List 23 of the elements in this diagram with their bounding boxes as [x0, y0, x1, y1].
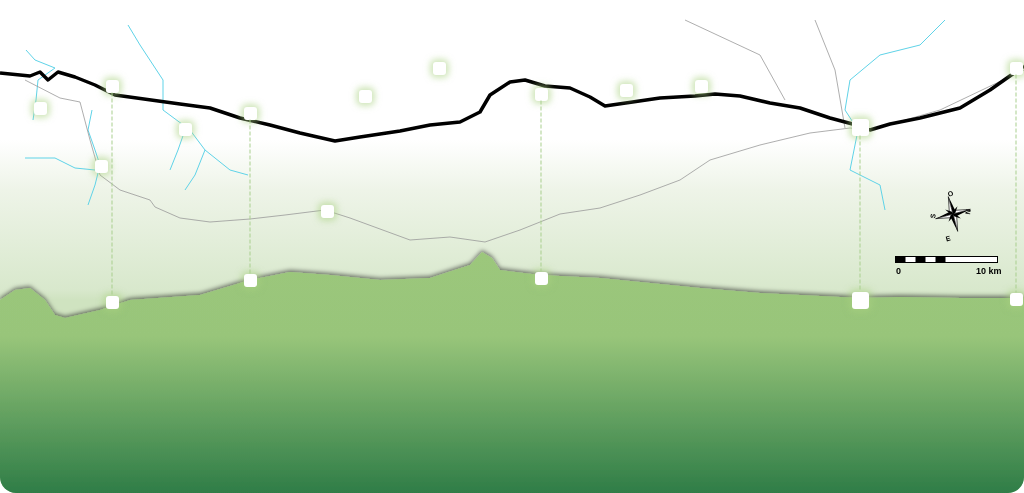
map-marker: [105, 79, 119, 93]
map-marker: [534, 87, 548, 101]
dashed-connector: [540, 100, 542, 272]
map-marker: [33, 101, 47, 115]
map-marker: [1009, 61, 1023, 75]
map-marker: [851, 291, 869, 309]
dashed-connector: [1015, 74, 1017, 293]
map-marker: [432, 61, 446, 75]
map-marker: [694, 79, 708, 93]
map-marker: [851, 118, 869, 136]
dashed-connector: [859, 135, 861, 292]
map-marker: [619, 83, 633, 97]
map-marker: [243, 106, 257, 120]
map-marker: [178, 122, 192, 136]
map-marker: [358, 89, 372, 103]
map-marker: [105, 295, 119, 309]
scale-label: 10 km: [976, 266, 1002, 276]
dashed-connector: [111, 92, 113, 296]
map-marker: [94, 159, 108, 173]
scale-label: 0: [896, 266, 901, 276]
map-marker: [320, 204, 334, 218]
dashed-connector: [249, 119, 251, 274]
map-marker: [243, 273, 257, 287]
